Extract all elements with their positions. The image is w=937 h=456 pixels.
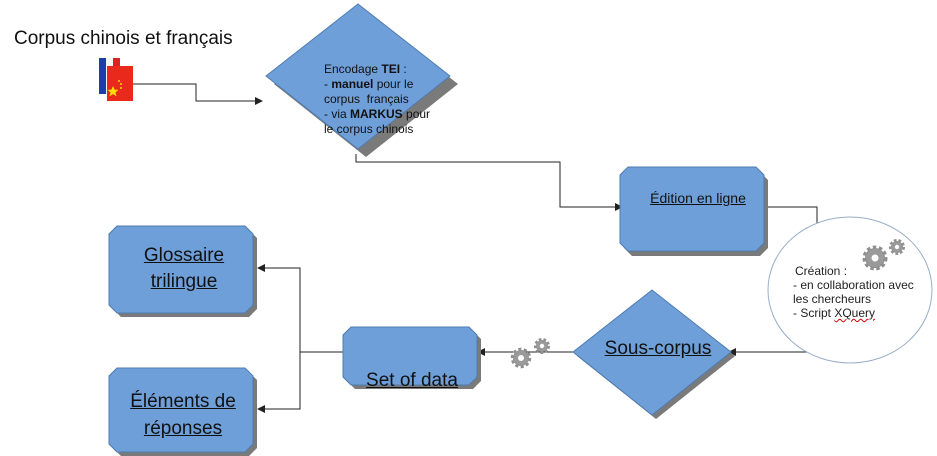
glossaire-box [108, 225, 257, 317]
encodage-line-4-suffix: pour [402, 107, 431, 121]
encodage-line-1-prefix: Encodage [324, 62, 382, 76]
encodage-line-1-suffix: : [400, 62, 407, 76]
creation-ellipse [767, 216, 933, 364]
encodage-line-5: le corpus chinois [324, 122, 414, 136]
glossaire-label: Glossaire trilingue [118, 243, 250, 295]
encodage-line-3: corpus français [324, 92, 409, 106]
creation-text: Création : - en collaboration avec les c… [793, 264, 937, 320]
elements-line-1: Éléments de [130, 391, 236, 412]
souscorpus-label: Sous-corpus [604, 338, 712, 359]
glossaire-line-1: Glossaire [143, 245, 225, 266]
elements-line-2: réponses [143, 418, 223, 439]
creation-item-2-prefix: - Script [793, 306, 835, 320]
setdata-box [342, 326, 481, 389]
encodage-text: Encodage TEI : - manuel pour le corpus f… [324, 62, 452, 137]
connector-to-glossaire [257, 264, 301, 352]
edition-label: Édition en ligne [650, 190, 746, 206]
encodage-markus: MARKUS [350, 107, 403, 121]
encodage-line-4: - via MARKUS pour [324, 107, 452, 122]
encodage-tei: TEI [381, 62, 401, 76]
connector-encodage-edition [355, 154, 623, 211]
edition-box [619, 166, 768, 256]
encodage-line-2: - manuel pour le [324, 77, 452, 92]
creation-title: Création : [795, 264, 848, 278]
setdata-label: Set of data [366, 370, 458, 391]
encodage-line-2-prefix: - [324, 77, 332, 91]
encodage-line-4-prefix: - via [324, 107, 351, 121]
creation-item-1b: les chercheurs [793, 292, 872, 306]
encodage-line-1: Encodage TEI : [324, 62, 452, 77]
encodage-diamond [265, 3, 458, 157]
connector-flags-encodage [133, 83, 263, 105]
encodage-manuel: manuel [331, 77, 374, 91]
souscorpus-diamond [572, 289, 735, 419]
elements-label: Éléments de réponses [112, 388, 254, 442]
elements-box [108, 367, 257, 456]
gears-icon [862, 239, 905, 271]
flags-icon [99, 58, 133, 101]
corpus-title: Corpus chinois et français [14, 28, 233, 49]
creation-item-2: - Script XQuery [793, 306, 937, 320]
connector-to-elements [257, 352, 301, 413]
encodage-line-2-suffix: pour le [373, 77, 414, 91]
creation-xquery: XQuery [834, 306, 876, 320]
creation-item-1: - en collaboration avec [793, 278, 914, 292]
glossaire-line-2: trilingue [150, 271, 218, 292]
gears-icon [510, 338, 550, 369]
flag-china-icon [107, 66, 133, 101]
